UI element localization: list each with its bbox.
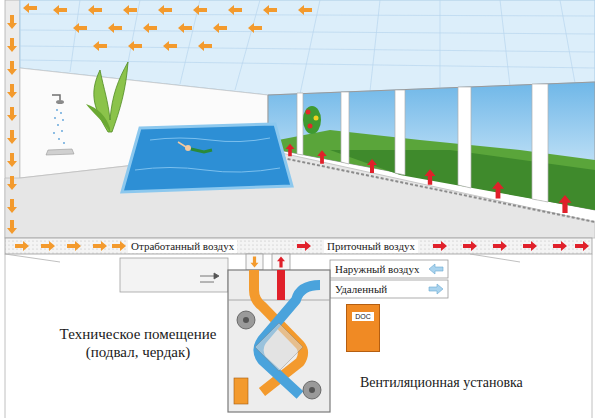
pool-floor bbox=[5, 150, 595, 238]
supply-duct bbox=[272, 254, 290, 270]
unit-label: Вентиляционная установка bbox=[360, 376, 523, 389]
ventilation-unit bbox=[228, 270, 330, 412]
outdoor-duct bbox=[330, 280, 448, 298]
duct-label: Удаленный bbox=[335, 283, 387, 296]
exhaust-out-arrow bbox=[429, 284, 443, 294]
pool bbox=[122, 124, 292, 192]
floor-grille bbox=[268, 155, 595, 222]
duct-label: Приточный воздух bbox=[324, 240, 418, 253]
side-duct bbox=[120, 258, 228, 292]
plant bbox=[86, 62, 128, 132]
exhaust-duct bbox=[246, 254, 263, 270]
duct-label: Наружный воздух bbox=[335, 263, 419, 276]
outdoor-arrow bbox=[429, 264, 443, 274]
panel-label: DOC bbox=[352, 312, 374, 321]
room-label: Техническое помещение (подвал, чердак) bbox=[48, 325, 228, 361]
shower bbox=[46, 95, 74, 155]
exhaust-arrow bbox=[7, 3, 312, 234]
water-wave bbox=[150, 138, 270, 142]
control-panel: DOC bbox=[346, 304, 380, 352]
water-wave bbox=[135, 168, 280, 173]
supply-arrow bbox=[277, 256, 285, 267]
small-arrow bbox=[200, 273, 219, 282]
technical-room bbox=[5, 254, 592, 418]
supply-arrow bbox=[286, 144, 572, 213]
exhaust-arrow bbox=[15, 241, 126, 251]
plant bbox=[303, 106, 321, 134]
floor-duct bbox=[5, 238, 592, 254]
swimmer bbox=[178, 142, 212, 152]
duct-label: Отработанный воздух bbox=[128, 240, 237, 253]
exhaust-arrow bbox=[251, 256, 259, 267]
outdoor-duct bbox=[330, 260, 448, 278]
